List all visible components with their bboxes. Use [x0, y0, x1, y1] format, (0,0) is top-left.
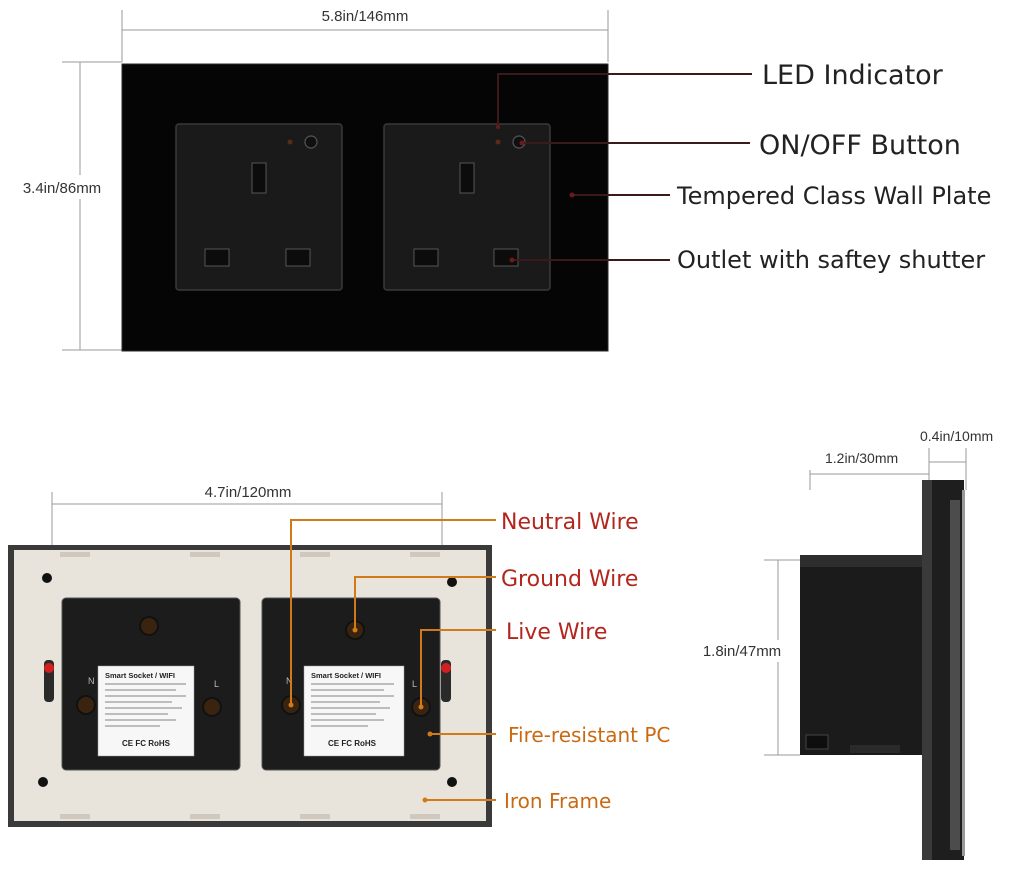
neutral-slot-left — [204, 248, 230, 267]
right-screw — [441, 663, 451, 673]
back-module-right: N L Smart Socket / WIFI CE FC RoHS — [261, 597, 441, 771]
led-indicator-right — [495, 139, 501, 145]
label-outlet-shutter: Outlet with saftey shutter — [677, 246, 985, 274]
front-view: 5.8in/146mm 3.4in/86mm — [2, 8, 991, 352]
live-slot-right — [493, 248, 519, 267]
label-iron-frame: Iron Frame — [504, 789, 611, 813]
svg-text:L: L — [214, 679, 219, 689]
sticker-left — [97, 665, 195, 757]
svg-text:CE FC RoHS: CE FC RoHS — [328, 739, 377, 748]
svg-text:N: N — [88, 676, 95, 686]
earth-slot-left — [251, 162, 267, 194]
height-dim-label: 3.4in/86mm — [23, 180, 101, 197]
power-button-left[interactable] — [304, 135, 318, 149]
side-socket-body — [800, 555, 922, 755]
label-led-indicator: LED Indicator — [762, 60, 944, 91]
sticker-right — [303, 665, 405, 757]
socket-module-right — [383, 123, 551, 291]
socket-module-left — [175, 123, 343, 291]
svg-text:Smart Socket / WIFI: Smart Socket / WIFI — [311, 671, 381, 680]
svg-text:Smart Socket / WIFI: Smart Socket / WIFI — [105, 671, 175, 680]
label-fire-resistant-pc: Fire-resistant PC — [508, 723, 670, 747]
svg-text:CE FC RoHS: CE FC RoHS — [122, 739, 171, 748]
side-depth-body-label: 1.2in/30mm — [825, 450, 898, 466]
svg-text:N: N — [286, 676, 293, 686]
back-callouts — [290, 519, 496, 801]
neutral-slot-right — [413, 248, 439, 267]
label-neutral-wire: Neutral Wire — [501, 510, 639, 535]
label-live-wire: Live Wire — [506, 620, 607, 645]
width-dim-label: 5.8in/146mm — [322, 8, 409, 25]
label-tempered-plate: Tempered Class Wall Plate — [676, 182, 991, 210]
left-screw — [44, 663, 54, 673]
label-ground-wire: Ground Wire — [501, 567, 638, 592]
back-width-dim-label: 4.7in/120mm — [205, 484, 292, 501]
front-callouts — [497, 73, 752, 261]
svg-text:L: L — [412, 679, 417, 689]
earth-slot-right — [459, 162, 475, 194]
side-view: 0.4in/10mm 1.2in/30mm 1.8in/47mm — [688, 428, 993, 860]
back-module-left: N L Smart Socket / WIFI CE FC RoHS — [61, 597, 241, 771]
back-view: 4.7in/120mm N L Sm — [8, 484, 670, 827]
side-height-label: 1.8in/47mm — [703, 643, 781, 660]
led-indicator-left — [287, 139, 293, 145]
side-depth-plate-label: 0.4in/10mm — [920, 428, 993, 444]
label-on-off-button: ON/OFF Button — [759, 130, 961, 161]
live-slot-left — [285, 248, 311, 267]
